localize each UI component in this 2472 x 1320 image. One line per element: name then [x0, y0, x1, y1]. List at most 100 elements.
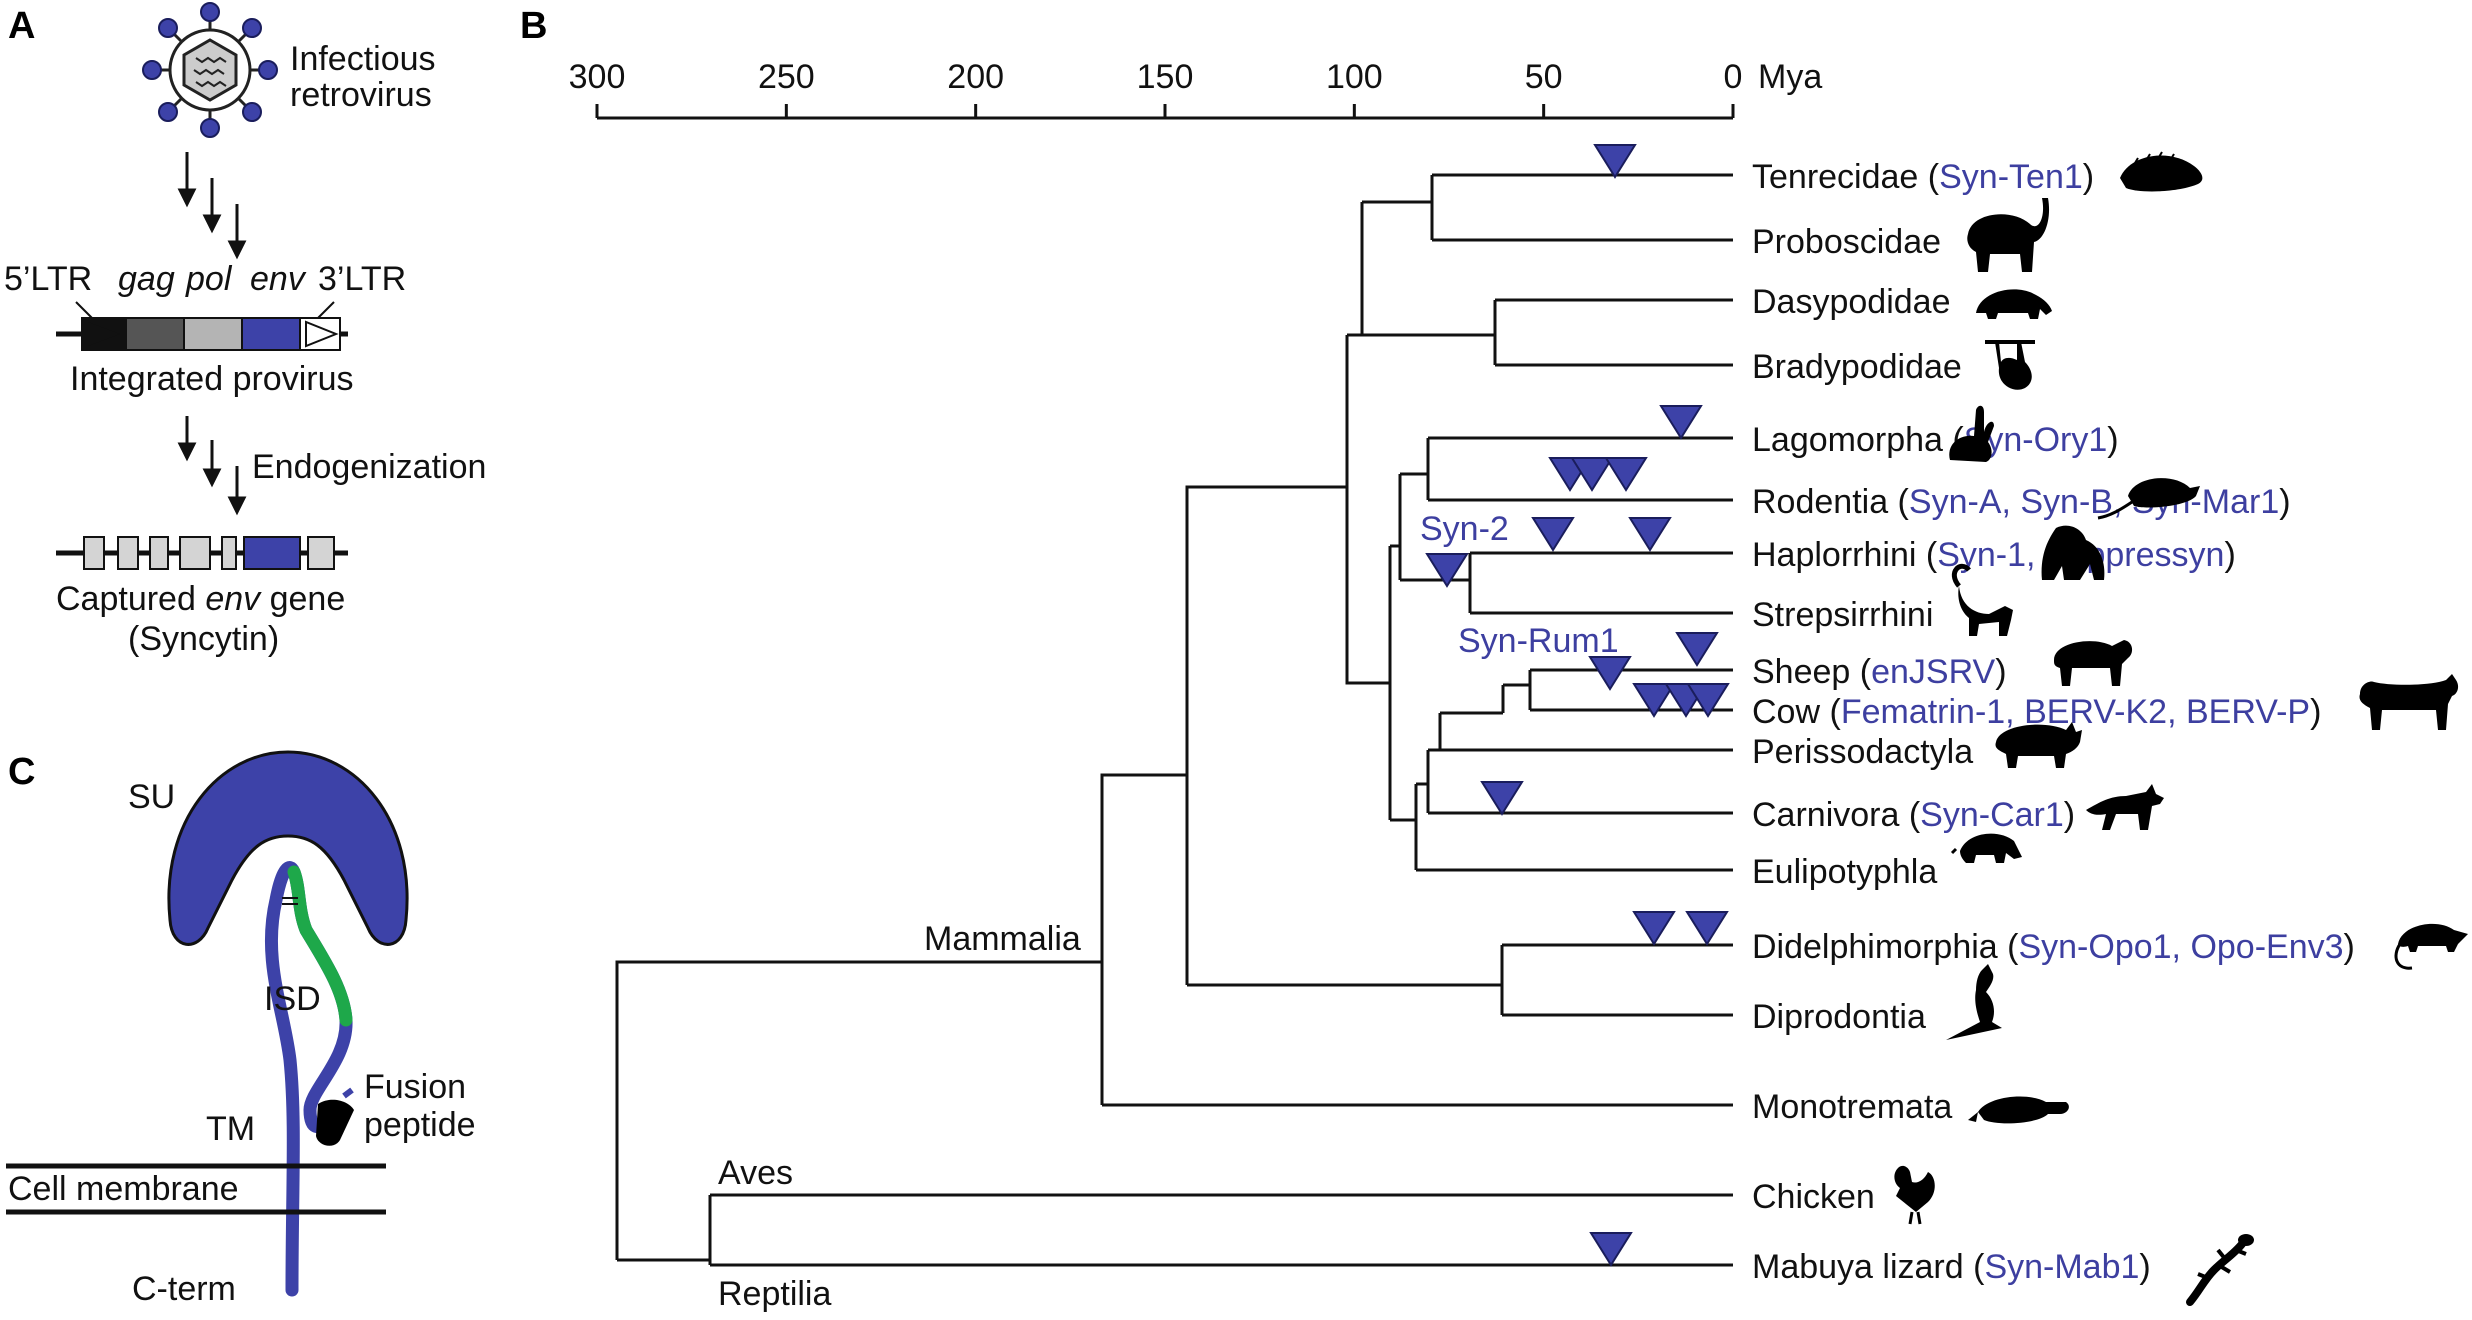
- virus-label-line2: retrovirus: [290, 76, 432, 114]
- provirus-label: Integrated provirus: [70, 360, 354, 398]
- capture-event-marker: [1425, 553, 1469, 588]
- isd-label: ISD: [264, 980, 321, 1018]
- taxon-label: Cow (Fematrin-1, BERV-K2, BERV-P): [1752, 693, 2321, 731]
- hedgehog-icon: [1950, 833, 2022, 863]
- wolf-icon: [2086, 784, 2164, 830]
- fusion-label-line1: Fusion: [364, 1068, 466, 1106]
- capture-event-marker: [1632, 911, 1676, 946]
- taxon-label: Tenrecidae (Syn-Ten1): [1752, 158, 2094, 196]
- clade-label-reptilia: Reptilia: [718, 1275, 831, 1313]
- armadillo-icon: [1976, 289, 2052, 319]
- axis-unit-label: Mya: [1758, 58, 1822, 96]
- taxon-label: Sheep (enJSRV): [1752, 653, 2007, 691]
- cow-icon: [2359, 674, 2459, 730]
- capture-events: [1425, 144, 1730, 1267]
- tm-label: TM: [206, 1110, 255, 1148]
- tenrec-icon: [2120, 151, 2203, 192]
- axis-tick-label: 200: [947, 58, 1004, 96]
- taxon-label: Didelphimorphia (Syn-Opo1, Opo-Env3): [1752, 928, 2355, 966]
- panel-letter-a: A: [8, 5, 35, 47]
- capture-event-marker: [1531, 517, 1575, 552]
- clade-label-mammalia: Mammalia: [924, 920, 1081, 958]
- taxon-label: Monotremata: [1752, 1088, 1952, 1126]
- taxon-label: Eulipotyphla: [1752, 853, 1937, 891]
- taxon-label: Proboscidae: [1752, 223, 1941, 261]
- opossum-icon: [2394, 923, 2468, 970]
- rat-icon: [2097, 478, 2200, 520]
- phylogenetic-tree: [615, 173, 1733, 1267]
- provirus-diagram: [56, 317, 348, 351]
- panel-a: A Infectious retrovirus: [4, 2, 486, 658]
- capture-event-marker: [1589, 1232, 1633, 1267]
- axis-tick-label: 0: [1724, 58, 1743, 96]
- ltr3-label: 3’LTR: [318, 260, 406, 298]
- chicken-icon: [1894, 1165, 1935, 1225]
- syncytin-label: (Syncytin): [128, 620, 279, 658]
- axis-tick-label: 150: [1137, 58, 1194, 96]
- capture-event-marker: [1675, 632, 1719, 667]
- taxon-labels: Tenrecidae (Syn-Ten1) Proboscidae Dasypo…: [1752, 158, 2355, 1286]
- capture-event-marker: [1628, 517, 1672, 552]
- panel-b: B Mya 300 250 200 150 100 50 0: [520, 5, 2468, 1313]
- time-axis: Mya 300 250 200 150 100 50 0: [569, 58, 1822, 120]
- axis-tick-label: 250: [758, 58, 815, 96]
- fusion-label-line2: peptide: [364, 1106, 476, 1144]
- event-label-synrum1: Syn-Rum1: [1458, 622, 1619, 660]
- taxon-label: Haplorrhini (Syn-1, Suppressyn): [1752, 536, 2236, 574]
- sloth-icon: [1985, 340, 2035, 390]
- capture-event-marker: [1632, 683, 1676, 718]
- capture-event-marker: [1686, 683, 1730, 718]
- taxon-label: Rodentia (Syn-A, Syn-B, Syn-Mar1): [1752, 483, 2291, 521]
- axis-tick-label: 300: [569, 58, 626, 96]
- taxon-label: Mabuya lizard (Syn-Mab1): [1752, 1248, 2151, 1286]
- rabbit-icon: [1949, 405, 1994, 462]
- panel-letter-b: B: [520, 5, 547, 47]
- capture-event-marker: [1570, 457, 1614, 492]
- virus-label-line1: Infectious: [290, 40, 436, 78]
- capture-event-marker: [1593, 144, 1637, 179]
- su-label: SU: [128, 778, 175, 816]
- retrovirus-icon: [142, 2, 278, 138]
- captured-gene-label: Captured env gene: [56, 580, 345, 618]
- panel-c: C SU ISD Fusion peptide TM Cell membrane…: [6, 750, 476, 1308]
- taxon-label: Bradypodidae: [1752, 348, 1962, 386]
- gag-label: gag: [118, 260, 175, 298]
- taxon-label: Lagomorpha (Syn-Ory1): [1752, 421, 2119, 459]
- taxon-label: Chicken: [1752, 1178, 1875, 1216]
- taxon-label: Carnivora (Syn-Car1): [1752, 796, 2075, 834]
- rhino-icon: [1995, 722, 2082, 768]
- capture-event-marker: [1659, 405, 1703, 440]
- clade-label-aves: Aves: [718, 1154, 793, 1192]
- arrows-integration: [177, 152, 247, 260]
- axis-tick-label: 50: [1525, 58, 1563, 96]
- membrane-label: Cell membrane: [8, 1170, 239, 1208]
- platypus-icon: [1968, 1096, 2069, 1124]
- axis-tick-label: 100: [1326, 58, 1383, 96]
- env-label: env: [250, 260, 307, 298]
- capture-event-marker: [1685, 911, 1729, 946]
- taxon-label: Diprodontia: [1752, 998, 1926, 1036]
- panel-letter-c: C: [8, 751, 35, 793]
- su-subunit: [167, 750, 409, 946]
- animal-icons: [1894, 151, 2468, 1306]
- ltr5-label: 5’LTR: [4, 260, 92, 298]
- capture-event-marker: [1604, 457, 1648, 492]
- pol-label: pol: [185, 260, 233, 298]
- cterm-label: C-term: [132, 1270, 236, 1308]
- lizard-icon: [2186, 1234, 2254, 1306]
- taxon-label: Dasypodidae: [1752, 283, 1950, 321]
- sheep-icon: [2054, 640, 2133, 686]
- capture-event-marker: [1480, 781, 1524, 816]
- captured-gene-diagram: [56, 536, 348, 570]
- lemur-icon: [1951, 563, 2013, 636]
- endogenization-label: Endogenization: [252, 448, 486, 486]
- arrows-endogenization: [177, 416, 247, 516]
- isd-segment: [287, 865, 353, 1027]
- capture-event-marker: [1588, 656, 1632, 691]
- taxon-label: Strepsirrhini: [1752, 596, 1933, 634]
- elephant-icon: [1967, 198, 2050, 272]
- kangaroo-icon: [1946, 964, 2002, 1040]
- taxon-label: Perissodactyla: [1752, 733, 1973, 771]
- gorilla-icon: [2041, 525, 2105, 580]
